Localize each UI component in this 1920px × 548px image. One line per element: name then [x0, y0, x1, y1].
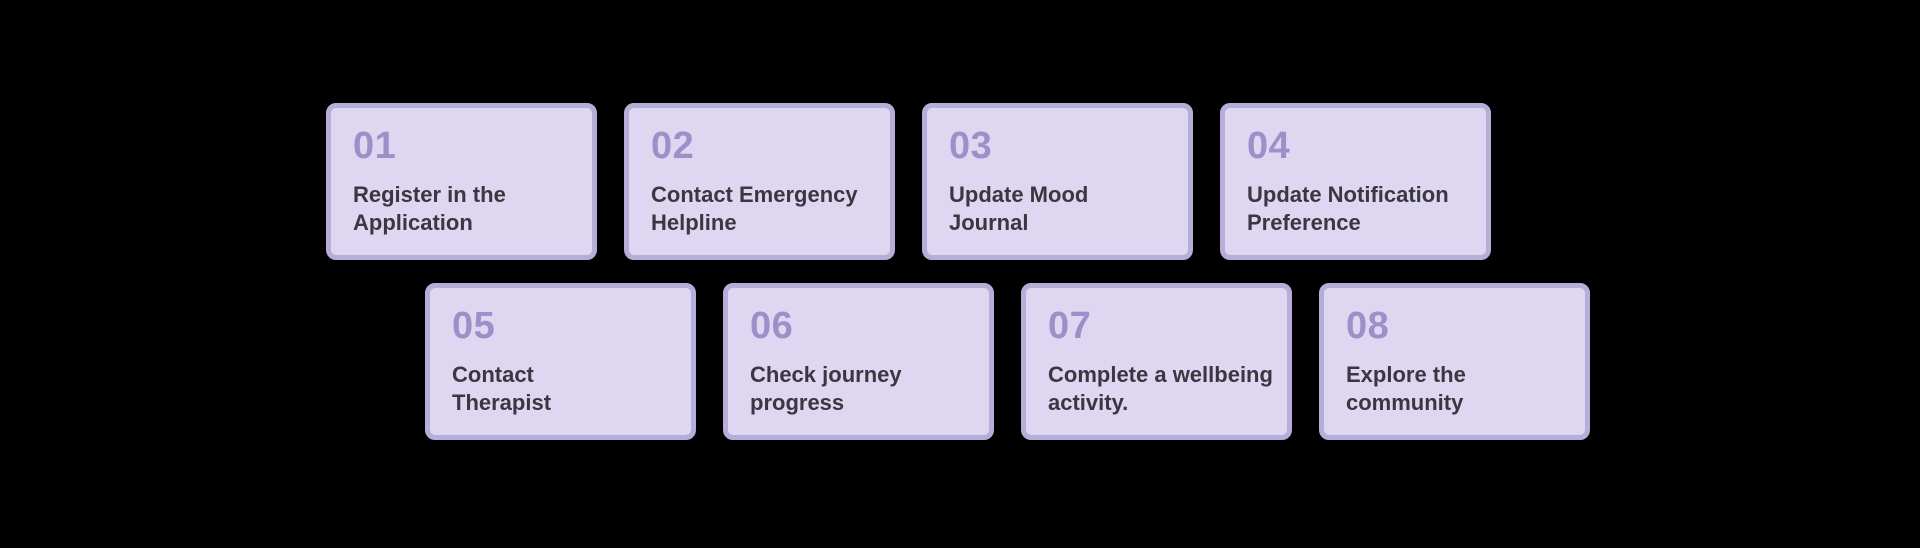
- step-label-line: Application: [353, 210, 473, 235]
- step-number: 05: [452, 305, 496, 347]
- step-label-line: Helpline: [651, 210, 737, 235]
- step-label-line: Therapist: [452, 390, 552, 415]
- step-label-line: Register in the: [353, 182, 506, 207]
- step-label: Explore the community: [1346, 361, 1565, 417]
- step-label: Contact Emergency Helpline: [651, 181, 870, 237]
- step-label-line: community: [1346, 390, 1464, 415]
- step-card-04: 04 Update Notification Preference: [1220, 103, 1491, 260]
- step-label-line: Check journey: [750, 362, 902, 387]
- step-card-01: 01 Register in the Application: [326, 103, 597, 260]
- step-number: 02: [651, 125, 695, 167]
- step-card-02: 02 Contact Emergency Helpline: [624, 103, 895, 260]
- step-label-line: activity.: [1048, 390, 1129, 415]
- step-label-line: Update Mood: [949, 182, 1089, 207]
- step-label: Check journey progress: [750, 361, 969, 417]
- steps-row-1: 01 Register in the Application 02 Contac…: [326, 103, 1491, 260]
- step-label-line: progress: [750, 390, 845, 415]
- step-card-06: 06 Check journey progress: [723, 283, 994, 440]
- step-number: 08: [1346, 305, 1390, 347]
- step-number: 07: [1048, 305, 1092, 347]
- step-card-05: 05 Contact Therapist: [425, 283, 696, 440]
- step-label-line: Journal: [949, 210, 1029, 235]
- step-number: 06: [750, 305, 794, 347]
- step-label-line: Explore the: [1346, 362, 1466, 387]
- step-number: 04: [1247, 125, 1291, 167]
- step-label: Update Mood Journal: [949, 181, 1168, 237]
- step-card-03: 03 Update Mood Journal: [922, 103, 1193, 260]
- step-label-line: Preference: [1247, 210, 1361, 235]
- step-label-line: Contact Emergency: [651, 182, 858, 207]
- step-number: 01: [353, 125, 397, 167]
- step-label-line: Update Notification: [1247, 182, 1449, 207]
- step-card-08: 08 Explore the community: [1319, 283, 1590, 440]
- step-label: Complete a wellbeing activity.: [1048, 361, 1273, 417]
- step-label: Update Notification Preference: [1247, 181, 1466, 237]
- step-label-line: Contact: [452, 362, 534, 387]
- step-label-line: Complete a wellbeing: [1048, 362, 1273, 387]
- step-label: Contact Therapist: [452, 361, 671, 417]
- step-card-07: 07 Complete a wellbeing activity.: [1021, 283, 1292, 440]
- steps-row-2: 05 Contact Therapist 06 Check journey pr…: [425, 283, 1590, 440]
- step-label: Register in the Application: [353, 181, 572, 237]
- step-number: 03: [949, 125, 993, 167]
